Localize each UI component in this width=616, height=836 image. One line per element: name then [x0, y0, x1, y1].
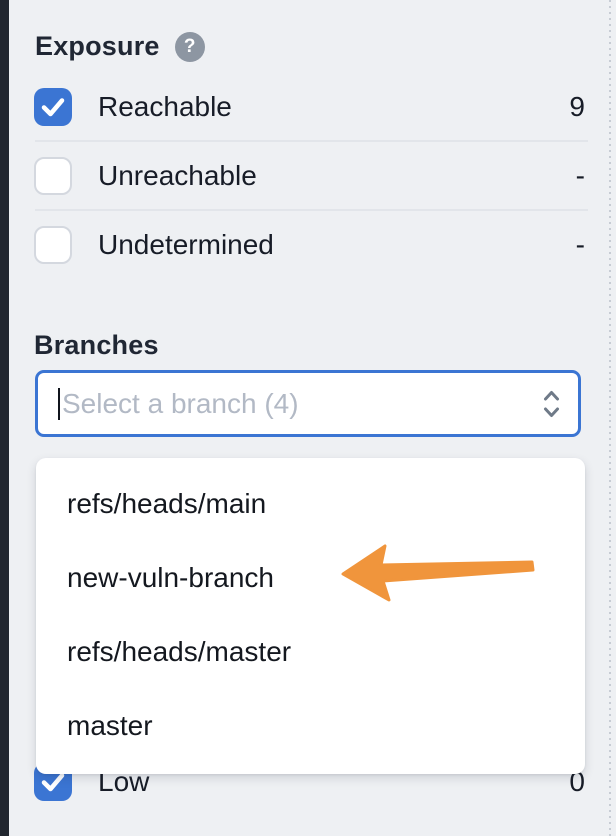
dotted-right-border [609, 0, 611, 836]
exposure-title: Exposure [35, 31, 160, 61]
exposure-row-undetermined: Undetermined - [34, 226, 585, 264]
check-icon [41, 773, 65, 792]
branch-options-listbox: refs/heads/main new-vuln-branch refs/hea… [36, 458, 585, 774]
branch-option-master-ref[interactable]: refs/heads/master [67, 636, 292, 667]
unreachable-checkbox[interactable] [34, 157, 72, 195]
help-question-icon[interactable]: ? [174, 31, 205, 62]
reachable-label: Reachable [98, 91, 232, 122]
exposure-row-unreachable: Unreachable - [34, 157, 585, 195]
branches-title: Branches [34, 330, 159, 360]
undetermined-label: Undetermined [98, 229, 274, 260]
chevron-up-down-icon[interactable] [543, 389, 560, 419]
row-divider [35, 209, 588, 211]
row-divider [35, 140, 588, 142]
text-cursor [58, 388, 60, 420]
reachable-checkbox[interactable] [34, 88, 72, 126]
exposure-row-reachable: Reachable 9 [34, 88, 585, 126]
check-icon [41, 98, 65, 117]
exposure-section-header: Exposure ? [35, 31, 205, 62]
undetermined-checkbox[interactable] [34, 226, 72, 264]
branch-option-new-vuln-branch[interactable]: new-vuln-branch [67, 562, 274, 593]
unreachable-label: Unreachable [98, 160, 257, 191]
branch-select-input[interactable] [38, 373, 543, 434]
reachable-count: 9 [569, 91, 585, 122]
branch-option-master[interactable]: master [67, 710, 153, 741]
unreachable-count: - [575, 160, 585, 191]
branch-option-main[interactable]: refs/heads/main [67, 488, 267, 519]
undetermined-count: - [575, 229, 585, 260]
branch-select-combobox[interactable] [35, 370, 581, 437]
dark-left-edge [0, 0, 9, 836]
